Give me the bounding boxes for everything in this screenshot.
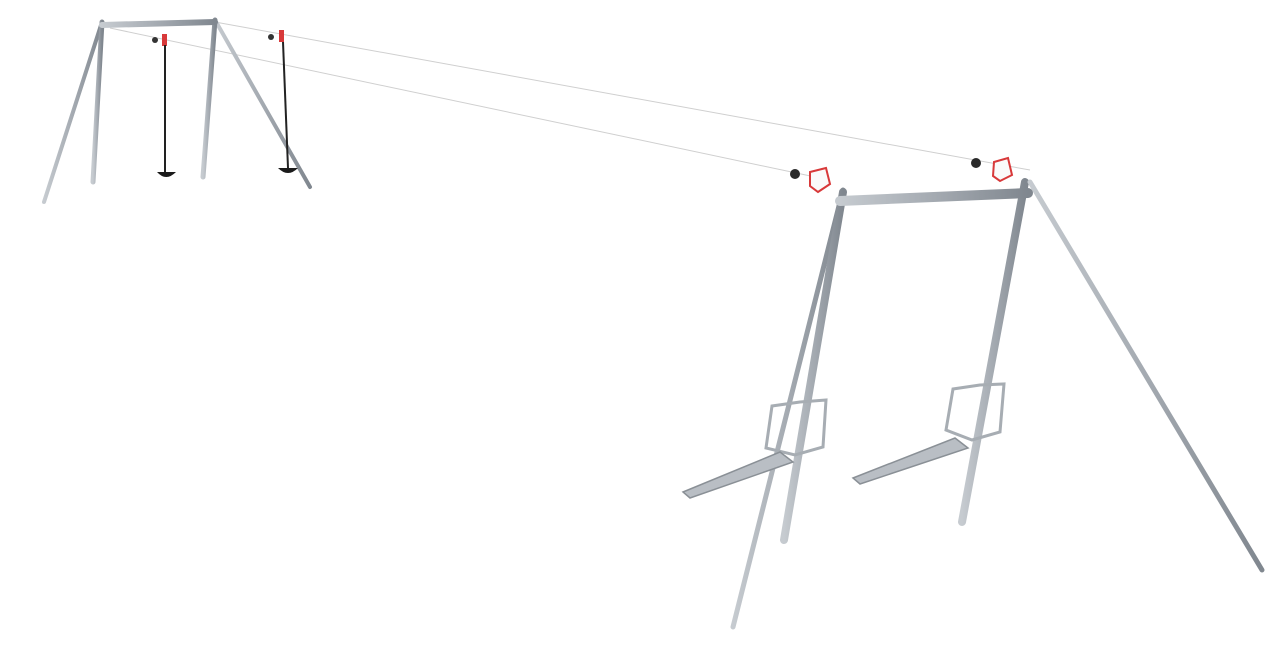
inclusive-seat-left bbox=[681, 398, 828, 499]
inclusive-seat-right bbox=[851, 382, 1006, 485]
small-trolley-right bbox=[268, 30, 298, 173]
disc-seat-icon bbox=[278, 168, 298, 173]
zip-cables bbox=[109, 21, 1031, 179]
disc-seat-icon bbox=[157, 172, 176, 177]
large-trolley-right bbox=[971, 156, 1014, 183]
small-trolley-left bbox=[152, 34, 176, 177]
large-trolley-left bbox=[790, 166, 832, 194]
large-swing-frame bbox=[730, 178, 1265, 630]
small-swing-frame bbox=[42, 17, 312, 204]
